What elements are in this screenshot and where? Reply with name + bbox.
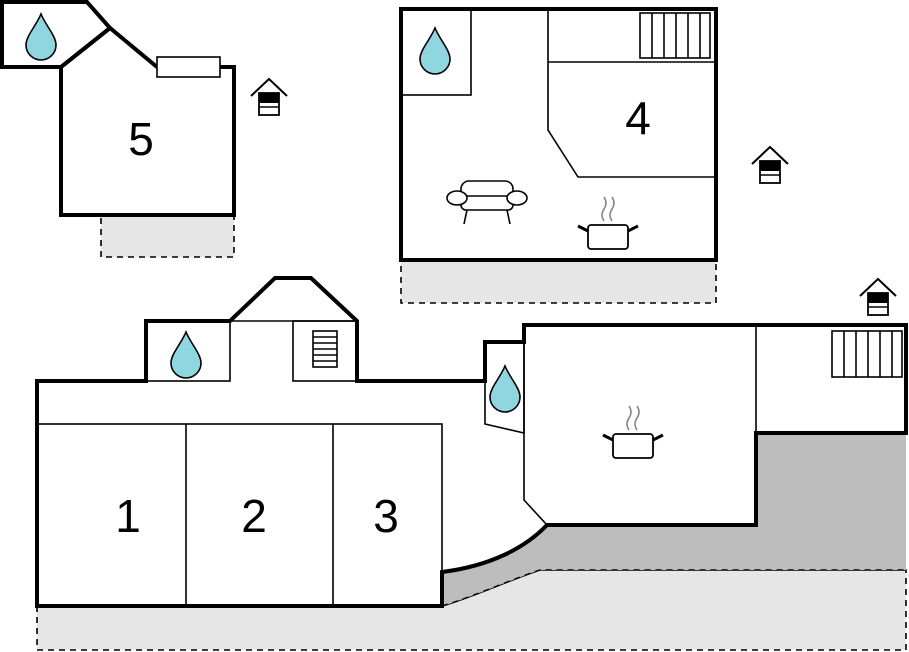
building-5: 5 bbox=[0, 0, 288, 217]
room-label-5: 5 bbox=[128, 113, 154, 165]
building-4: 4 bbox=[399, 7, 789, 262]
house-icon bbox=[250, 78, 288, 116]
main-building: 1 2 3 bbox=[35, 276, 908, 608]
terrace-building-4 bbox=[400, 259, 717, 304]
room-label-4: 4 bbox=[625, 92, 651, 144]
radiator-icon bbox=[831, 330, 903, 378]
radiator-icon bbox=[639, 12, 711, 59]
window-icon bbox=[156, 56, 221, 78]
room-label-3: 3 bbox=[373, 490, 399, 542]
room-label-2: 2 bbox=[241, 490, 267, 542]
terrace-main-dark bbox=[442, 433, 906, 606]
house-icon bbox=[751, 146, 789, 184]
house-icon bbox=[859, 278, 897, 316]
radiator-icon bbox=[312, 330, 338, 368]
room-label-1: 1 bbox=[115, 490, 141, 542]
sofa-icon bbox=[446, 180, 528, 225]
terrace-building-5 bbox=[100, 214, 235, 258]
